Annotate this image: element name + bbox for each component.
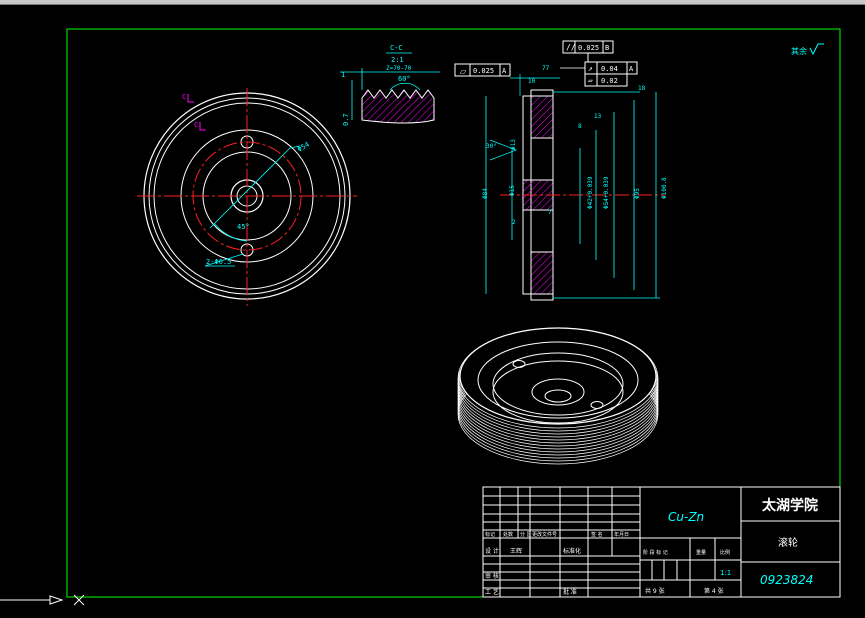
- tb-sheet-index: 第 4 张: [704, 587, 724, 595]
- tb-sheets-total: 共 9 张: [645, 587, 665, 595]
- tb-stage-label: 阶 段 标 记: [643, 549, 668, 556]
- flat-value: 0.02: [601, 77, 618, 85]
- side-dim: Φ100.8: [661, 177, 668, 199]
- parallel-datum: B: [605, 44, 609, 52]
- tb-process-label: 工 艺: [485, 588, 499, 596]
- detail-angle: 60°: [398, 75, 411, 83]
- side-dim: Φ54+0.039: [603, 176, 610, 209]
- tb-header-label: 更改文件号: [532, 531, 557, 538]
- tb-header-label: 标记: [485, 531, 495, 538]
- detail-dim-b: 0.7: [342, 113, 350, 126]
- isometric-view: [457, 327, 659, 465]
- side-dim: Φ13: [510, 139, 517, 150]
- parallel-symbol-icon: //: [566, 43, 576, 52]
- tb-drawing-no: 0923824: [760, 573, 813, 587]
- side-dimensions: 10 77 13 8 Φ13 30° Φ84 Φ15 Φ42+0.039 Φ54…: [482, 65, 668, 226]
- tb-header-label: 分 区: [520, 531, 532, 538]
- flatness-symbol-icon: ⏥: [460, 67, 467, 76]
- side-view: [454, 40, 665, 301]
- detail-view: [340, 52, 440, 124]
- tb-header-label: 签 名: [591, 531, 603, 538]
- detail-spec: Z=70-70: [386, 65, 412, 72]
- side-dim: 7: [548, 209, 552, 216]
- tb-scale: 1:1: [720, 569, 731, 577]
- side-dim: Φ42+0.039: [587, 176, 594, 209]
- tb-material: Cu-Zn: [668, 510, 704, 524]
- runout-symbol-icon: ↗: [588, 64, 593, 73]
- parallel-value: 0.025: [578, 44, 599, 52]
- side-dim: 77: [542, 65, 550, 72]
- tb-school: 太湖学院: [762, 497, 818, 514]
- side-dim: 2: [512, 219, 516, 226]
- detail-scale: 2:1: [391, 56, 404, 64]
- flat-symbol-icon: ▱: [588, 76, 593, 85]
- side-dim: 18: [638, 85, 646, 92]
- runout-datum: A: [629, 65, 634, 73]
- dim-angle: 45°: [237, 223, 250, 231]
- side-dim: Φ84: [482, 188, 489, 199]
- tb-header-label: 处数: [503, 531, 513, 538]
- tb-stage-label: 重量: [696, 549, 706, 556]
- front-view: [137, 88, 357, 306]
- side-dim: 8: [578, 123, 582, 130]
- side-dim: Φ95: [634, 188, 641, 199]
- tb-review-label: 审 核: [485, 572, 499, 580]
- side-dim: Φ15: [509, 185, 516, 196]
- tb-header-label: 年月日: [614, 531, 629, 538]
- flatness-value: 0.025: [473, 67, 494, 75]
- tb-designer-label: 设 计: [485, 547, 499, 555]
- drawing-border: [66, 28, 841, 598]
- side-dim: 30°: [486, 143, 497, 150]
- side-dim: 10: [528, 78, 536, 85]
- flatness-datum: A: [502, 67, 507, 75]
- tb-people: 设 计 王辉 标准化 审 核 工 艺 批 准: [485, 547, 581, 596]
- tb-stage: 阶 段 标 记 重量 比例 1:1 共 9 张 第 4 张: [643, 549, 731, 595]
- cad-drawing-canvas[interactable]: 其余 Φ54 45° 2-Φ6.5 C C: [0, 5, 865, 618]
- tb-std-label: 标准化: [563, 547, 581, 555]
- tb-stage-label: 比例: [720, 549, 730, 556]
- section-mark-top: C: [182, 93, 186, 101]
- dim-holes: 2-Φ6.5: [206, 258, 231, 266]
- section-mark-bottom: C: [194, 121, 198, 129]
- roughness-note-text: 其余: [791, 46, 807, 56]
- ucs-icon: [0, 594, 85, 606]
- tb-part-name: 滚轮: [778, 536, 798, 549]
- tb-header-row: 标记 处数 分 区 更改文件号 签 名 年月日: [485, 531, 629, 538]
- tb-designer-name: 王辉: [510, 547, 522, 555]
- dim-pcd: Φ54: [296, 140, 311, 153]
- tb-approve-label: 批 准: [563, 588, 577, 596]
- runout-value: 0.04: [601, 65, 618, 73]
- title-block: [482, 486, 841, 598]
- window-top-bar: [0, 0, 865, 5]
- detail-dim-a: 1: [341, 71, 345, 79]
- roughness-symbol-icon: [809, 43, 824, 56]
- roughness-note: 其余: [791, 43, 824, 56]
- side-dim: 13: [594, 113, 602, 120]
- detail-title: C-C: [390, 44, 403, 52]
